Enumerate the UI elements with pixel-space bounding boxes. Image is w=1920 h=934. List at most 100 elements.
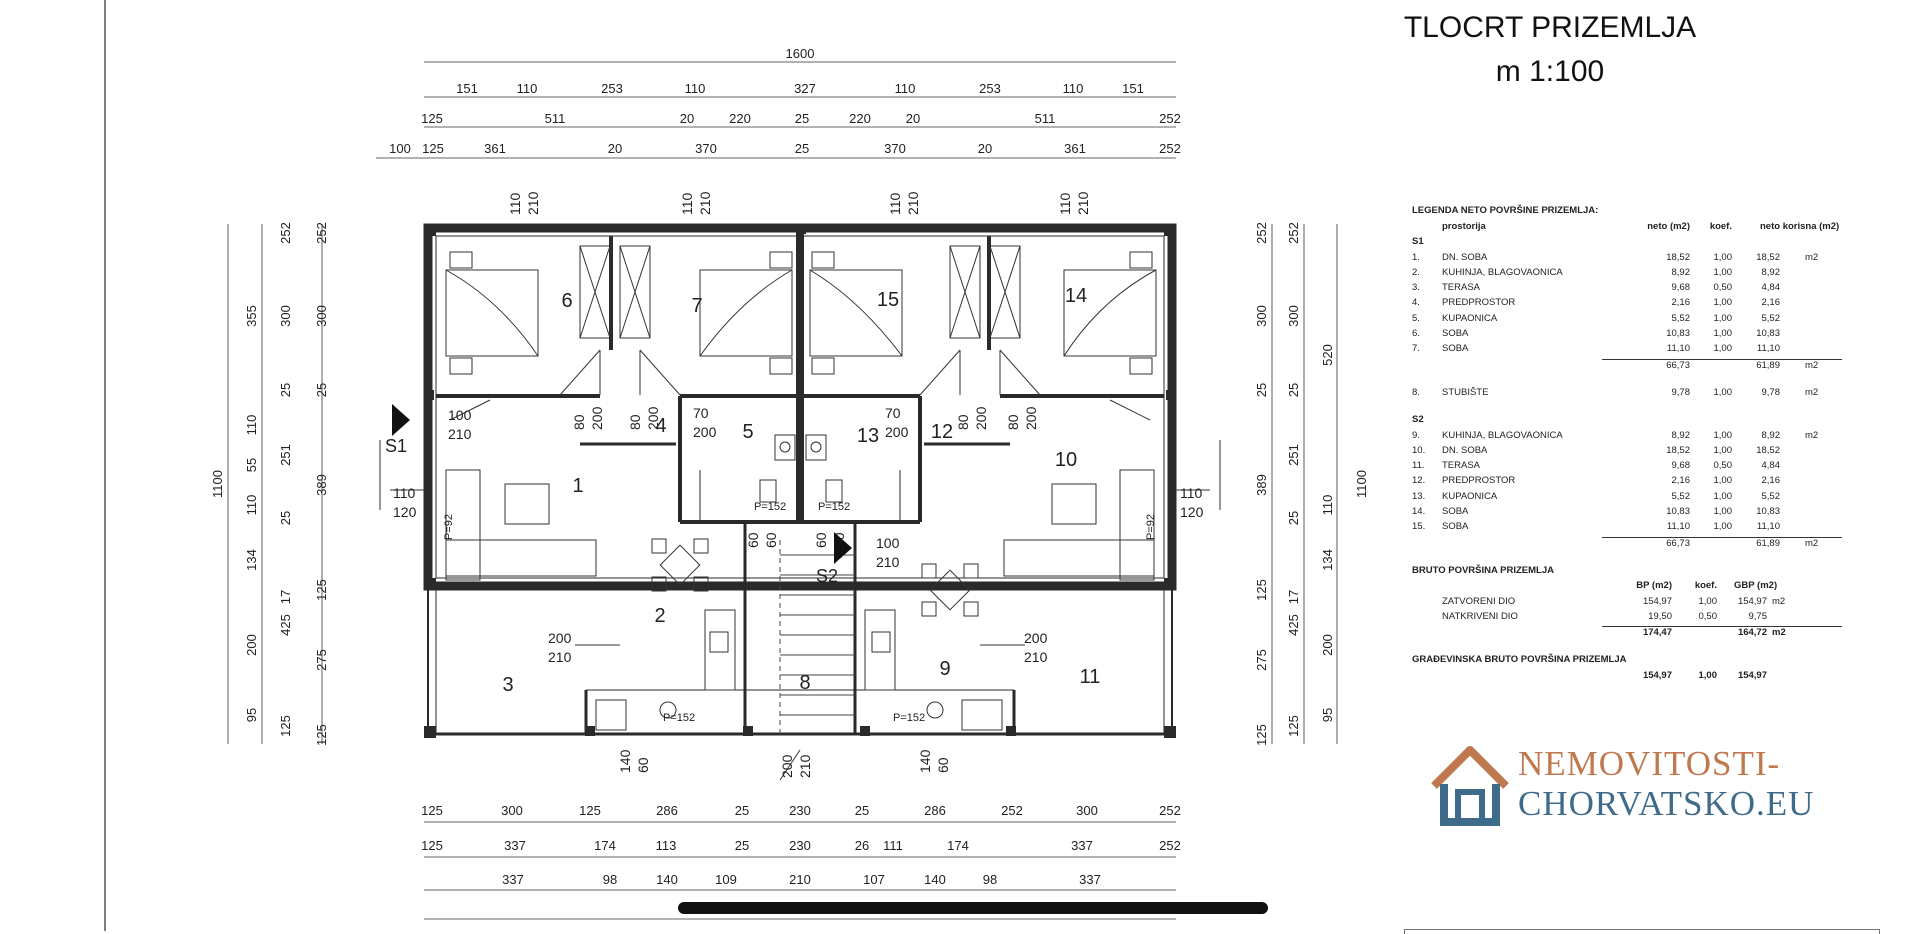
dimension-label: 252 [1159,838,1181,853]
dimension-label: 370 [884,141,906,156]
gradevinska-row: 154,97 1,00 154,97 [1642,669,1767,681]
dimension-label: 1100 [1354,470,1369,498]
dimension-label: 20 [978,141,992,156]
dimension-label: 252 [314,222,329,244]
col-neto: neto (m2) [1647,221,1690,232]
svg-text:210: 210 [448,426,472,442]
svg-text:210: 210 [1024,649,1048,665]
dimension-label: 98 [603,872,617,887]
room-number-10: 10 [1055,449,1077,471]
svg-text:110: 110 [887,192,903,215]
dimension-label: 26 [855,838,869,853]
house-logo-icon [1431,746,1509,826]
dimension-label: 125 [1254,579,1269,601]
svg-text:80: 80 [627,414,643,430]
svg-text:200: 200 [589,406,605,430]
dimension-label: 300 [278,305,293,327]
svg-text:110: 110 [1180,485,1203,501]
section-s1-label: S1 [385,436,407,456]
svg-text:80: 80 [571,414,587,430]
dimension-label: 300 [1254,305,1269,327]
dimension-label: 25 [1286,383,1301,397]
dimension-label: 110 [895,81,916,96]
dimension-label: 125 [421,803,443,818]
dimension-label: 25 [795,111,809,126]
svg-text:100: 100 [876,535,900,551]
dimension-label: 200 [244,634,259,656]
dimension-label: 361 [1064,141,1086,156]
dimension-label: 300 [1286,305,1301,327]
dimension-label: 110 [685,81,706,96]
horizontal-scrollbar[interactable] [678,902,1268,914]
dimension-label: 337 [504,838,526,853]
logo-text-line2: CHORVATSKO.EU [1518,784,1815,823]
dimension-label: 110 [244,495,259,516]
dimension-label: 125 [1286,715,1301,737]
bottom-frame-edge [1404,929,1880,934]
dimension-label: 125 [422,141,444,156]
dimension-label: 337 [1079,872,1101,887]
room-number-8: 8 [799,672,810,694]
svg-text:210: 210 [797,754,813,778]
dimension-label: 110 [517,81,538,96]
dimension-label: 511 [1035,111,1056,126]
room-number-11: 11 [1080,666,1101,688]
dimension-label: 125 [579,803,601,818]
dimension-label: 98 [983,872,997,887]
room-number-7: 7 [691,295,702,317]
dimension-label: 251 [1286,444,1301,466]
dimension-label: 230 [789,803,811,818]
dimension-label: 20 [906,111,920,126]
svg-text:70: 70 [885,405,901,421]
svg-text:200: 200 [779,754,795,778]
dimension-label: 511 [545,111,566,126]
dimension-label: 25 [278,511,293,525]
room-number-13: 13 [857,425,879,447]
svg-text:P=152: P=152 [663,712,695,724]
col-koef: koef. [1709,221,1732,232]
dimension-label: 110 [1063,81,1084,96]
opening-labels: 110 210 110 210 110 210 110 210 80 200 8… [393,191,1204,778]
dimension-label: 125 [1254,724,1269,746]
svg-text:P=152: P=152 [893,712,925,724]
room-number-15: 15 [877,289,899,311]
dimension-label: 337 [1071,838,1093,853]
legend-stairs-row: 8. STUBIŠTE 9,78 1,00 9,78 m2 [1412,386,1819,398]
col-room: prostorija [1442,221,1486,232]
svg-text:210: 210 [876,554,900,570]
svg-text:210: 210 [1075,191,1091,215]
svg-text:P=152: P=152 [754,501,786,513]
section-s2-marker [834,532,852,564]
legend-s2-label: S2 [1412,414,1424,426]
dimension-label: 1600 [786,46,815,61]
living-furniture [445,434,1155,734]
company-logo[interactable]: NEMOVITOSTI- CHORVATSKO.EU [1428,742,1848,830]
dimension-label: 361 [484,141,506,156]
svg-text:200: 200 [693,424,717,440]
dimension-label: 125 [314,579,329,601]
wardrobes [579,245,1021,339]
svg-text:70: 70 [693,405,709,421]
dimension-label: 107 [863,872,885,887]
dimension-label: 300 [314,305,329,327]
svg-text:60: 60 [813,532,829,548]
dimension-label: 125 [314,724,329,746]
svg-text:100: 100 [448,407,472,423]
dimension-label: 20 [680,111,694,126]
dimension-label: 134 [1320,549,1335,571]
svg-text:210: 210 [525,191,541,215]
dimension-label: 252 [1001,803,1023,818]
svg-text:60: 60 [745,532,761,548]
gradevinska-heading: GRAĐEVINSKA BRUTO POVRŠINA PRIZEMLJA [1412,654,1627,666]
dimension-label: 25 [1286,511,1301,525]
legend-s2-total: 66,73 61,89 m2 [1602,536,1842,553]
